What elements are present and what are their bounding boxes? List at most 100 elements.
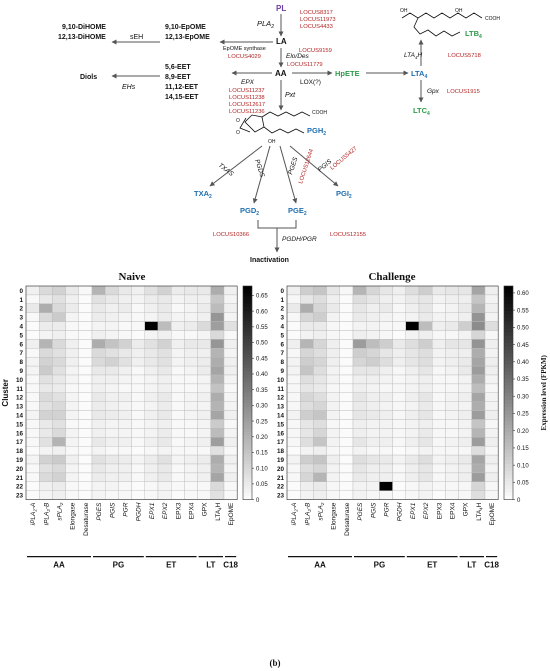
heatmap-cell [157,454,172,465]
heatmap-cell [339,410,354,420]
heatmap-cell [326,374,341,385]
heatmap-cell [144,321,159,331]
heatmap-cell [144,410,159,420]
heatmap-cell [223,294,238,304]
heatmap-cell [65,454,79,465]
heatmap-cell [78,321,93,331]
column-label: iPLA2-A [291,503,299,526]
heatmap-cell [366,365,380,376]
heatmap-cell [366,357,380,367]
la-label: LA [276,37,287,46]
heatmap-cell [25,410,40,420]
locus-pla2-3: LOCUS4433 [300,24,333,30]
heatmap-cell [184,321,198,331]
heatmap-cell [445,321,459,331]
heatmap-cell [78,303,93,313]
heatmap-cell [352,383,367,393]
colorbar-segment [243,296,252,301]
heatmap-cell [104,339,119,349]
colorbar-segment [243,382,252,387]
column-label: LTA4H [476,502,484,520]
colorbar-segment [504,378,513,383]
heatmap-cell [170,419,185,429]
heatmap-cell [25,348,40,358]
heatmap-cell [339,374,354,385]
heatmap-cell [405,312,420,322]
heatmap-cell [210,294,225,304]
heatmap-cell [25,490,40,500]
heatmap-cell [157,357,172,367]
locus-epx-3: LOCUS12617 [229,102,265,108]
colorbar-segment [243,367,252,372]
row-label: 5 [19,332,23,339]
heatmap-cell [326,321,341,331]
heatmap-cell [170,339,185,349]
heatmap-cell [144,339,159,349]
heatmap-cell [300,392,314,402]
heatmap-cell [131,365,146,376]
heatmap-cell [184,410,198,420]
colorbar-segment [504,474,513,479]
colorbar-segment [243,371,252,376]
heatmap-cell [379,321,393,331]
heatmap-cell [52,454,66,465]
heatmap-cell [352,428,367,438]
heatmap-cell [471,419,486,429]
colorbar-segment [243,410,252,415]
heatmap-cell [484,472,499,482]
heatmap-cell [418,383,433,393]
colorbar-segment [504,293,513,298]
heatmap-cell [210,339,225,349]
heatmap-cell [118,463,132,474]
ltb4-oh-2: OH [455,8,463,14]
heatmap-cell [170,437,185,447]
heatmap-cell [352,312,367,322]
heatmap-cell [418,285,433,296]
heatmap-cell [210,348,225,358]
heatmap-cell [91,312,106,322]
colorbar-segment [243,485,252,490]
heatmap-cell [157,490,172,500]
heatmap-cell [484,321,499,331]
heatmap-cell [392,365,407,376]
heatmap-cell [432,357,446,367]
heatmap-cell [300,339,314,349]
heatmap-cell [223,348,238,358]
heatmap-cell [300,463,314,474]
row-label: 8 [19,359,23,366]
heatmap-cell [210,446,225,456]
heatmap-cell [339,454,354,465]
heatmap-cell [418,303,433,313]
heatmap-cell [223,312,238,322]
colorbar-tick-label: 0.10 [256,466,268,472]
heatmap-cell [65,392,79,402]
heatmap-cell [170,365,185,376]
colorbar-segment [243,471,252,476]
colorbar-segment [504,335,513,340]
heatmap-cell [170,374,185,385]
heatmap-cell [392,410,407,420]
heatmap-cell [445,428,459,438]
heatmap-cell [184,348,198,358]
heatmap-cell [405,410,420,420]
heatmap-cell [65,437,79,447]
heatmap-cell [432,294,446,304]
heatmap-cell [286,454,301,465]
heatmap-cell [405,446,420,456]
pxt-label: Pxt [285,92,296,99]
ltb4-oh-1: OH [400,8,408,14]
heatmap-cell [157,481,172,491]
pgh2-o-1: O [236,118,240,124]
eet-2: 8,9-EET [165,74,191,81]
heatmap-cell [157,285,172,296]
heatmap-cell [65,490,79,500]
row-label: 22 [16,484,24,491]
colorbar-segment [504,339,513,344]
heatmap-cell [300,446,314,456]
heatmap-cell [210,312,225,322]
column-label: EPX2 [423,502,430,519]
heatmap-cell [39,383,53,393]
heatmap-cell [392,330,407,340]
heatmap-cell [392,446,407,456]
heatmap-cell [445,454,459,465]
